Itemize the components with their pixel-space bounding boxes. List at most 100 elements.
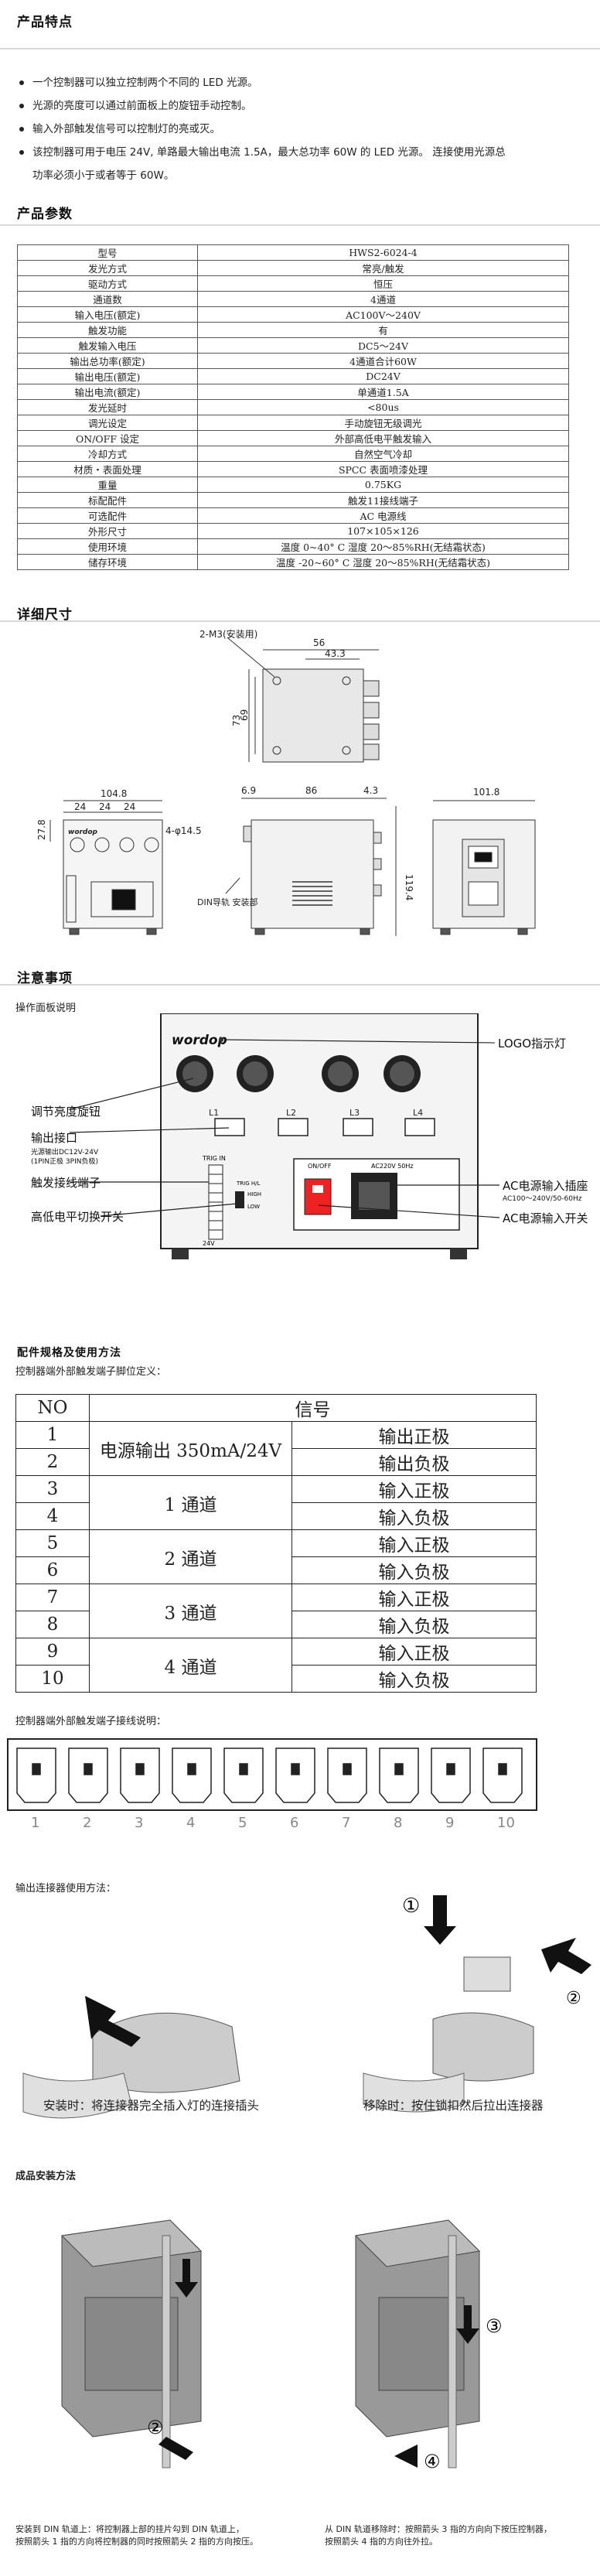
params-value: 常亮/触发	[197, 260, 569, 276]
params-value: AC100V～240V	[197, 306, 569, 323]
terminal-number: 4	[186, 1815, 195, 1831]
pin-number: 2	[15, 1448, 90, 1476]
terminal-slot	[68, 1748, 108, 1803]
trig-in-label: TRIG IN	[202, 1155, 226, 1162]
params-value: 107×105×126	[197, 523, 569, 539]
params-value: AC 电源线	[197, 507, 569, 524]
params-key: 可选配件	[17, 507, 198, 524]
params-row: 发光延时<80us	[17, 399, 569, 415]
pin-signal: 输入负极	[291, 1556, 537, 1584]
params-key: 标配配件	[17, 492, 198, 508]
pins-title: 配件规格及使用方法	[17, 1347, 121, 1359]
dim-73: 73	[231, 715, 242, 726]
port-l3: L3	[349, 1108, 360, 1118]
dim-side-a: 6.9	[241, 785, 256, 796]
dim-side-b: 86	[305, 785, 317, 796]
trig-hl-label: TRIG H/L	[236, 1180, 260, 1187]
feature-item: 输入外部触发信号可以控制灯的亮或灭。	[17, 118, 574, 141]
pin-number: 10	[15, 1665, 90, 1693]
dims-title: 详细尺寸	[17, 607, 73, 623]
mount-right-note-line: 按照箭头 4 指的方向往外拉。	[325, 2537, 438, 2547]
params-key: 发光方式	[17, 260, 198, 276]
din-label: DIN导轨 安装部	[197, 897, 257, 907]
params-value: 恒压	[197, 275, 569, 292]
connector-illustration: ① ②	[22, 1895, 591, 2119]
terminal-pin	[343, 1763, 352, 1775]
mount-subtitle: 成品安装方法	[15, 2171, 77, 2182]
mount-left-note: 安装到 DIN 轨道上：将控制器上部的挂片勾到 DIN 轨道上， 按照箭头 1 …	[15, 2523, 294, 2548]
pin-group-name: 1 通道	[89, 1475, 292, 1530]
params-key: 发光延时	[17, 399, 198, 415]
label-trig: 触发接线端子	[31, 1176, 101, 1190]
params-value: HWS2-6024-4	[197, 244, 569, 261]
pin-group-name: 4 通道	[89, 1638, 292, 1693]
dim-seg3: 24	[124, 801, 135, 812]
params-key: 输入电压(额定)	[17, 306, 198, 323]
params-key: 触发功能	[17, 322, 198, 338]
pin-signal: 输入正极	[291, 1584, 537, 1611]
params-key: 输出电流(额定)	[17, 384, 198, 400]
port-l4: L4	[413, 1108, 423, 1118]
params-row: 使用环境温度 0~40° C 湿度 20～85%RH(无结霜状态)	[17, 538, 569, 555]
label-switch: 高低电平切换开关	[31, 1210, 124, 1224]
terminal-slot	[379, 1748, 419, 1803]
acspec-label: AC220V 50Hz	[371, 1163, 414, 1170]
terminal-pin	[32, 1763, 41, 1775]
params-divider	[0, 224, 600, 226]
dim-seg2: 24	[99, 801, 111, 812]
terminal-number: 1	[31, 1815, 39, 1831]
params-value: 外部高低电平触发输入	[197, 430, 569, 446]
terminal-number: 8	[394, 1815, 402, 1831]
params-key: 重量	[17, 477, 198, 493]
label-output-sub2: (1PIN正极 3PIN负极)	[31, 1156, 98, 1166]
port-l2: L2	[286, 1108, 296, 1118]
mount-step4: ④	[424, 2451, 441, 2472]
pin-signal: 输入负极	[291, 1665, 537, 1693]
pin-number: 1	[15, 1421, 90, 1449]
connector-remove-caption: 移除时：按住锁扣然后拉出连接器	[363, 2099, 544, 2113]
dims-divider	[0, 620, 600, 622]
params-key: 驱动方式	[17, 275, 198, 292]
pin-number: 5	[15, 1529, 90, 1557]
params-key: 使用环境	[17, 538, 198, 555]
terminal-number: 3	[135, 1815, 143, 1831]
terminal-pin	[239, 1763, 248, 1775]
connector-step1: ①	[402, 1895, 420, 1918]
terminal-pin	[135, 1763, 145, 1775]
params-row: 输出总功率(额定)4通道合计60W	[17, 353, 569, 369]
params-value: 触发11接线端子	[197, 492, 569, 508]
dim-seg1: 24	[74, 801, 86, 812]
label-output: 输出接口	[31, 1131, 77, 1145]
features-divider	[0, 48, 600, 50]
params-value: DC24V	[197, 368, 569, 384]
mount-step2: ②	[147, 2417, 164, 2438]
params-row: 输入电压(额定)AC100V～240V	[17, 306, 569, 323]
terminal-pin	[498, 1763, 507, 1775]
terminal-number: 10	[497, 1815, 515, 1831]
params-value: 单通道1.5A	[197, 384, 569, 400]
dim-front-h: 27.8	[36, 819, 47, 840]
pin-group-name: 3 通道	[89, 1584, 292, 1638]
params-row: 输出电压(额定)DC24V	[17, 368, 569, 384]
params-value: 有	[197, 322, 569, 338]
params-row: 标配配件触发11接线端子	[17, 492, 569, 508]
feature-item: 一个控制器可以独立控制两个不同的 LED 光源。	[17, 71, 574, 94]
terminal-number: 9	[445, 1815, 454, 1831]
params-key: 型号	[17, 244, 198, 261]
pin-number: 9	[15, 1638, 90, 1666]
dimension-drawing: 56 43.3 2-M3(安装用) 73 69 104.8 24 24 24 2…	[36, 628, 536, 936]
terminal-slot	[431, 1748, 471, 1803]
pin-group-name: 2 通道	[89, 1529, 292, 1584]
